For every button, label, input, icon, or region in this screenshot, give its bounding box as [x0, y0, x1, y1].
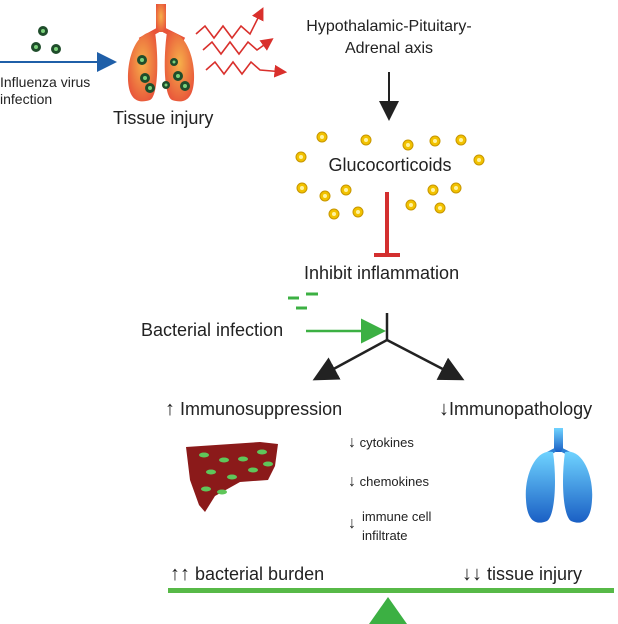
- inhibition-symbol: [374, 192, 400, 257]
- glucocorticoid-molecule-icon: [427, 184, 439, 196]
- balance-beam: [168, 588, 614, 593]
- down-arrow-icon: ↓: [348, 434, 356, 451]
- virus-particle-icon: [38, 26, 48, 36]
- tissue-injury-bottom-label: tissue injury: [487, 564, 583, 584]
- glucocorticoid-molecule-icon: [360, 134, 372, 146]
- immunopathology-label: Immunopathology: [449, 399, 593, 419]
- hpa-label-line2: Adrenal axis: [344, 40, 434, 57]
- virus-particle-icon: [31, 42, 41, 52]
- infected-lung-icon: [127, 4, 195, 102]
- tissue-injury-bottom-line: ↓↓ tissue injury: [462, 563, 582, 586]
- influenza-label: Influenza virus infection: [0, 74, 91, 107]
- immune-cell-label-line1: immune cell: [362, 509, 432, 524]
- glucocorticoid-molecule-icon: [434, 202, 446, 214]
- double-up-arrow-icon: ↑↑: [170, 563, 190, 585]
- chemokines-label: chemokines: [359, 474, 429, 489]
- bacterial-infection-label: Bacterial infection: [141, 320, 284, 340]
- cytokines-line: ↓ cytokines: [348, 434, 414, 451]
- bacterial-burden-line: ↑↑ bacterial burden: [170, 563, 324, 586]
- chemokines-line: ↓ chemokines: [348, 473, 429, 490]
- immune-cell-label-line2: infiltrate: [362, 528, 408, 543]
- up-arrow-icon: ↑: [165, 398, 175, 420]
- glucocorticoid-molecule-icon: [352, 206, 364, 218]
- glucocorticoid-molecule-icon: [319, 190, 331, 202]
- branch-arrows: [312, 313, 465, 381]
- glucocorticoid-molecule-icon: [450, 182, 462, 194]
- down-arrow-icon: ↓: [348, 515, 356, 532]
- glucocorticoid-molecule-icon: [429, 135, 441, 147]
- bacterial-burden-label: bacterial burden: [195, 564, 325, 584]
- glucocorticoid-molecule-icon: [340, 184, 352, 196]
- immunosuppression-label: Immunosuppression: [180, 399, 343, 419]
- glucocorticoid-molecule-icon: [455, 134, 467, 146]
- glucocorticoid-molecule-icon: [296, 182, 308, 194]
- inflammation-signals: [195, 7, 288, 78]
- double-down-arrow-icon: ↓↓: [462, 563, 482, 585]
- glucocorticoid-molecule-icon: [402, 139, 414, 151]
- liver-icon: [186, 442, 278, 512]
- cytokines-label: cytokines: [359, 435, 414, 450]
- glucocorticoid-molecules: [295, 131, 485, 220]
- immunosuppression-line: ↑ Immunosuppression: [165, 398, 342, 421]
- glucocorticoid-molecule-icon: [295, 151, 307, 163]
- tissue-injury-label: Tissue injury: [113, 108, 214, 128]
- glucocorticoid-molecule-icon: [405, 199, 417, 211]
- hpa-label-line1: Hypothalamic-Pituitary-: [306, 18, 472, 35]
- virus-particle-icon: [51, 44, 61, 54]
- inhibit-inflammation-label: Inhibit inflammation: [304, 263, 460, 283]
- virus-particles: [31, 26, 61, 54]
- glucocorticoid-molecule-icon: [328, 208, 340, 220]
- immunopathology-line: ↓Immunopathology: [439, 398, 592, 421]
- bacteria-icon: [288, 292, 318, 310]
- fulcrum-icon: [369, 597, 407, 624]
- glucocorticoid-molecule-icon: [473, 154, 485, 166]
- down-arrow-icon: ↓: [348, 473, 356, 490]
- healthy-lung-icon: [525, 428, 593, 523]
- glucocorticoids-label: Glucocorticoids: [328, 155, 452, 175]
- down-arrow-icon: ↓: [439, 398, 449, 420]
- glucocorticoid-molecule-icon: [316, 131, 328, 143]
